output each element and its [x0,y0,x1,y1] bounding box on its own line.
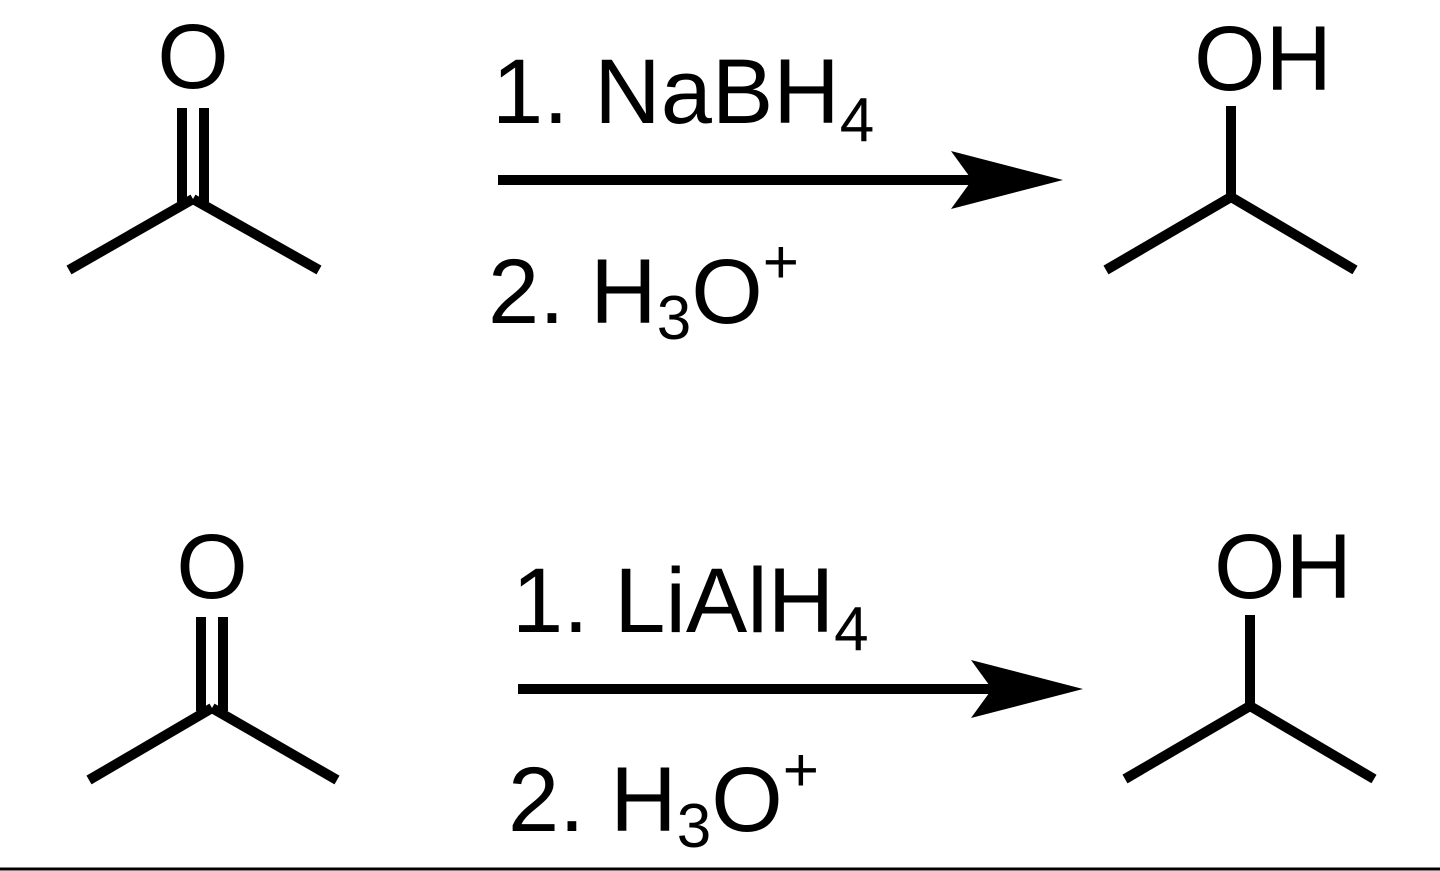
product-isopropanol-1: OH [1103,8,1358,275]
methyl-bond-left [86,703,215,785]
reagents-2: 1. LiAlH4 2. H3O+ [508,550,869,861]
reagent-step-1-label: 1. LiAlH4 [512,550,869,664]
methyl-bond-left [1103,192,1234,275]
reagent-step-2-label: 2. H3O+ [508,736,819,861]
reaction-1: O 1. NaBH4 2. H3O+ OH [66,6,1358,353]
reagent-step-1-label: 1. NaBH4 [492,41,874,155]
methyl-bond-left [1122,701,1253,784]
hydroxyl-label: OH [1194,8,1332,110]
arrow-head-icon [971,660,1083,718]
reactant-acetone-2: O [86,516,340,785]
hydroxyl-label: OH [1214,516,1352,618]
methyl-bond-right [209,703,340,785]
arrow-head-icon [951,151,1063,209]
carbonyl-oxygen-label: O [157,6,229,108]
reagent-step-2-label: 2. H3O+ [488,228,799,353]
methyl-bond-right [1228,192,1358,275]
reactant-acetone-1: O [66,6,322,275]
methyl-bond-right [1247,701,1377,784]
methyl-bond-left [66,194,196,275]
methyl-bond-right [190,194,322,275]
reagents-1: 1. NaBH4 2. H3O+ [488,41,874,353]
carbonyl-oxygen-label: O [176,516,248,618]
reaction-arrow-1 [498,151,1063,209]
product-isopropanol-2: OH [1122,516,1377,784]
reaction-arrow-2 [518,660,1083,718]
reaction-2: O 1. LiAlH4 2. H3O+ OH [86,516,1377,861]
